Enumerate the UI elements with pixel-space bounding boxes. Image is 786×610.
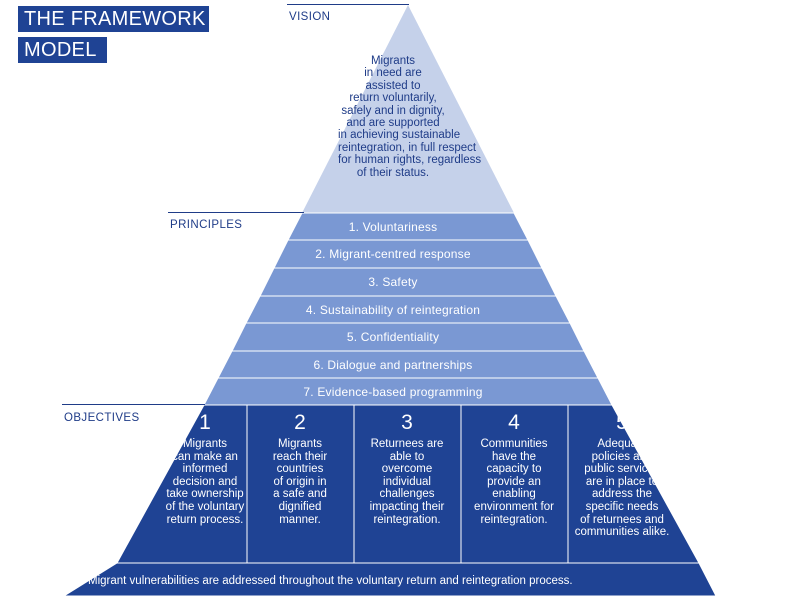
objective-number: 5 xyxy=(616,411,628,434)
vision-statement: Migrants in need are assisted to return … xyxy=(338,55,482,179)
principle-label-7: 7. Evidence-based programming xyxy=(303,385,483,399)
objective-text-line: able to xyxy=(389,450,425,463)
vision-line: and are supported xyxy=(346,117,440,130)
principle-label-3: 3. Safety xyxy=(368,275,418,289)
title-line-1: THE FRAMEWORK xyxy=(18,6,209,32)
objective-text-line: take ownership xyxy=(166,488,244,501)
objective-5: 5 Adequate policies and public services … xyxy=(566,412,678,539)
principle-label-5: 5. Confidentiality xyxy=(346,330,440,344)
principles-leader-line xyxy=(168,212,304,213)
cross-cutting-band xyxy=(62,562,717,597)
objective-text-line: can make an xyxy=(172,450,238,463)
objective-text-line: dignified xyxy=(278,500,322,513)
objective-number: 2 xyxy=(294,411,306,434)
objective-text-line: reach their xyxy=(272,450,328,463)
vision-line: of their status. xyxy=(356,166,430,179)
objective-3: 3 Returnees are able to overcome individ… xyxy=(357,412,457,526)
vision-line: reintegration, in full respect xyxy=(338,141,477,154)
objective-text-line: decision and xyxy=(172,475,238,488)
objective-number: 4 xyxy=(508,411,520,434)
objective-text-line: public services xyxy=(584,463,660,476)
principle-label-1: 1. Voluntariness xyxy=(348,220,438,234)
vision-line: for human rights, regardless xyxy=(338,154,482,167)
objective-number: 1 xyxy=(199,411,211,434)
objective-text-line: challenges xyxy=(379,488,435,501)
objective-text-line: are in place to xyxy=(585,475,659,488)
objective-text-line: countries xyxy=(276,463,324,476)
objective-text-line: of the voluntary xyxy=(165,500,245,513)
cross-cutting-number: 6 xyxy=(70,569,81,589)
objective-text-line: of returnees and xyxy=(580,513,664,526)
objectives-leader-line xyxy=(62,404,205,405)
objective-text-line: Returnees are xyxy=(370,438,444,450)
cross-cutting-objective: 6 Migrant vulnerabilities are addressed t… xyxy=(70,568,730,590)
objective-text-line: Communities xyxy=(480,438,548,450)
objectives-label: OBJECTIVES xyxy=(64,412,140,424)
vision-line: in need are xyxy=(364,67,422,80)
objective-1: 1 Migrants can make an informed decision… xyxy=(150,412,260,526)
objective-text-line: specific needs xyxy=(585,500,659,513)
objective-text-line: communities alike. xyxy=(574,526,670,539)
objective-text-line: enabling xyxy=(492,488,536,501)
objective-text-line: individual xyxy=(383,475,431,488)
objective-text-line: have the xyxy=(491,450,537,463)
objective-text-line: of origin in xyxy=(273,475,327,488)
cross-cutting-text: Migrant vulnerabilities are addressed th… xyxy=(88,575,573,587)
vision-line: return voluntarily, xyxy=(349,92,437,105)
objective-text-line: provide an xyxy=(487,475,541,488)
vision-line: safely and in dignity, xyxy=(341,104,445,117)
objective-text-line: overcome xyxy=(381,463,433,476)
objective-text-line: reintegration. xyxy=(373,513,441,526)
objective-number: 3 xyxy=(401,411,413,434)
principle-label-4: 4. Sustainability of reintegration xyxy=(305,303,481,317)
objective-text-line: a safe and xyxy=(273,488,327,501)
objective-text-line: environment for xyxy=(474,500,554,513)
objective-text-line: impacting their xyxy=(369,500,445,513)
principle-label-6: 6. Dialogue and partnerships xyxy=(313,358,473,372)
objective-text-line: address the xyxy=(591,488,653,501)
objective-4: 4 Communities have the capacity to provi… xyxy=(464,412,564,526)
objective-text-line: policies and xyxy=(591,450,653,463)
objective-text-line: return process. xyxy=(166,513,244,526)
principles-label: PRINCIPLES xyxy=(170,219,243,231)
objective-text-line: Adequate xyxy=(597,438,647,450)
vision-line: Migrants xyxy=(370,55,416,67)
objective-2: 2 Migrants reach their countries of orig… xyxy=(250,412,350,526)
objective-text-line: informed xyxy=(182,463,228,476)
objective-text-line: reintegration. xyxy=(480,513,548,526)
vision-line: assisted to xyxy=(365,79,421,92)
title-line-2: MODEL xyxy=(18,37,107,63)
principle-label-2: 2. Migrant-centred response xyxy=(315,247,471,261)
vision-line: in achieving sustainable xyxy=(338,129,461,142)
objective-text-line: manner. xyxy=(279,513,321,526)
objective-text-line: Migrants xyxy=(182,438,228,450)
vision-triangle xyxy=(302,5,514,213)
objective-text-line: capacity to xyxy=(486,463,542,476)
objective-text-line: Migrants xyxy=(277,438,323,450)
vision-leader-line xyxy=(287,4,409,5)
vision-label: VISION xyxy=(289,11,331,23)
